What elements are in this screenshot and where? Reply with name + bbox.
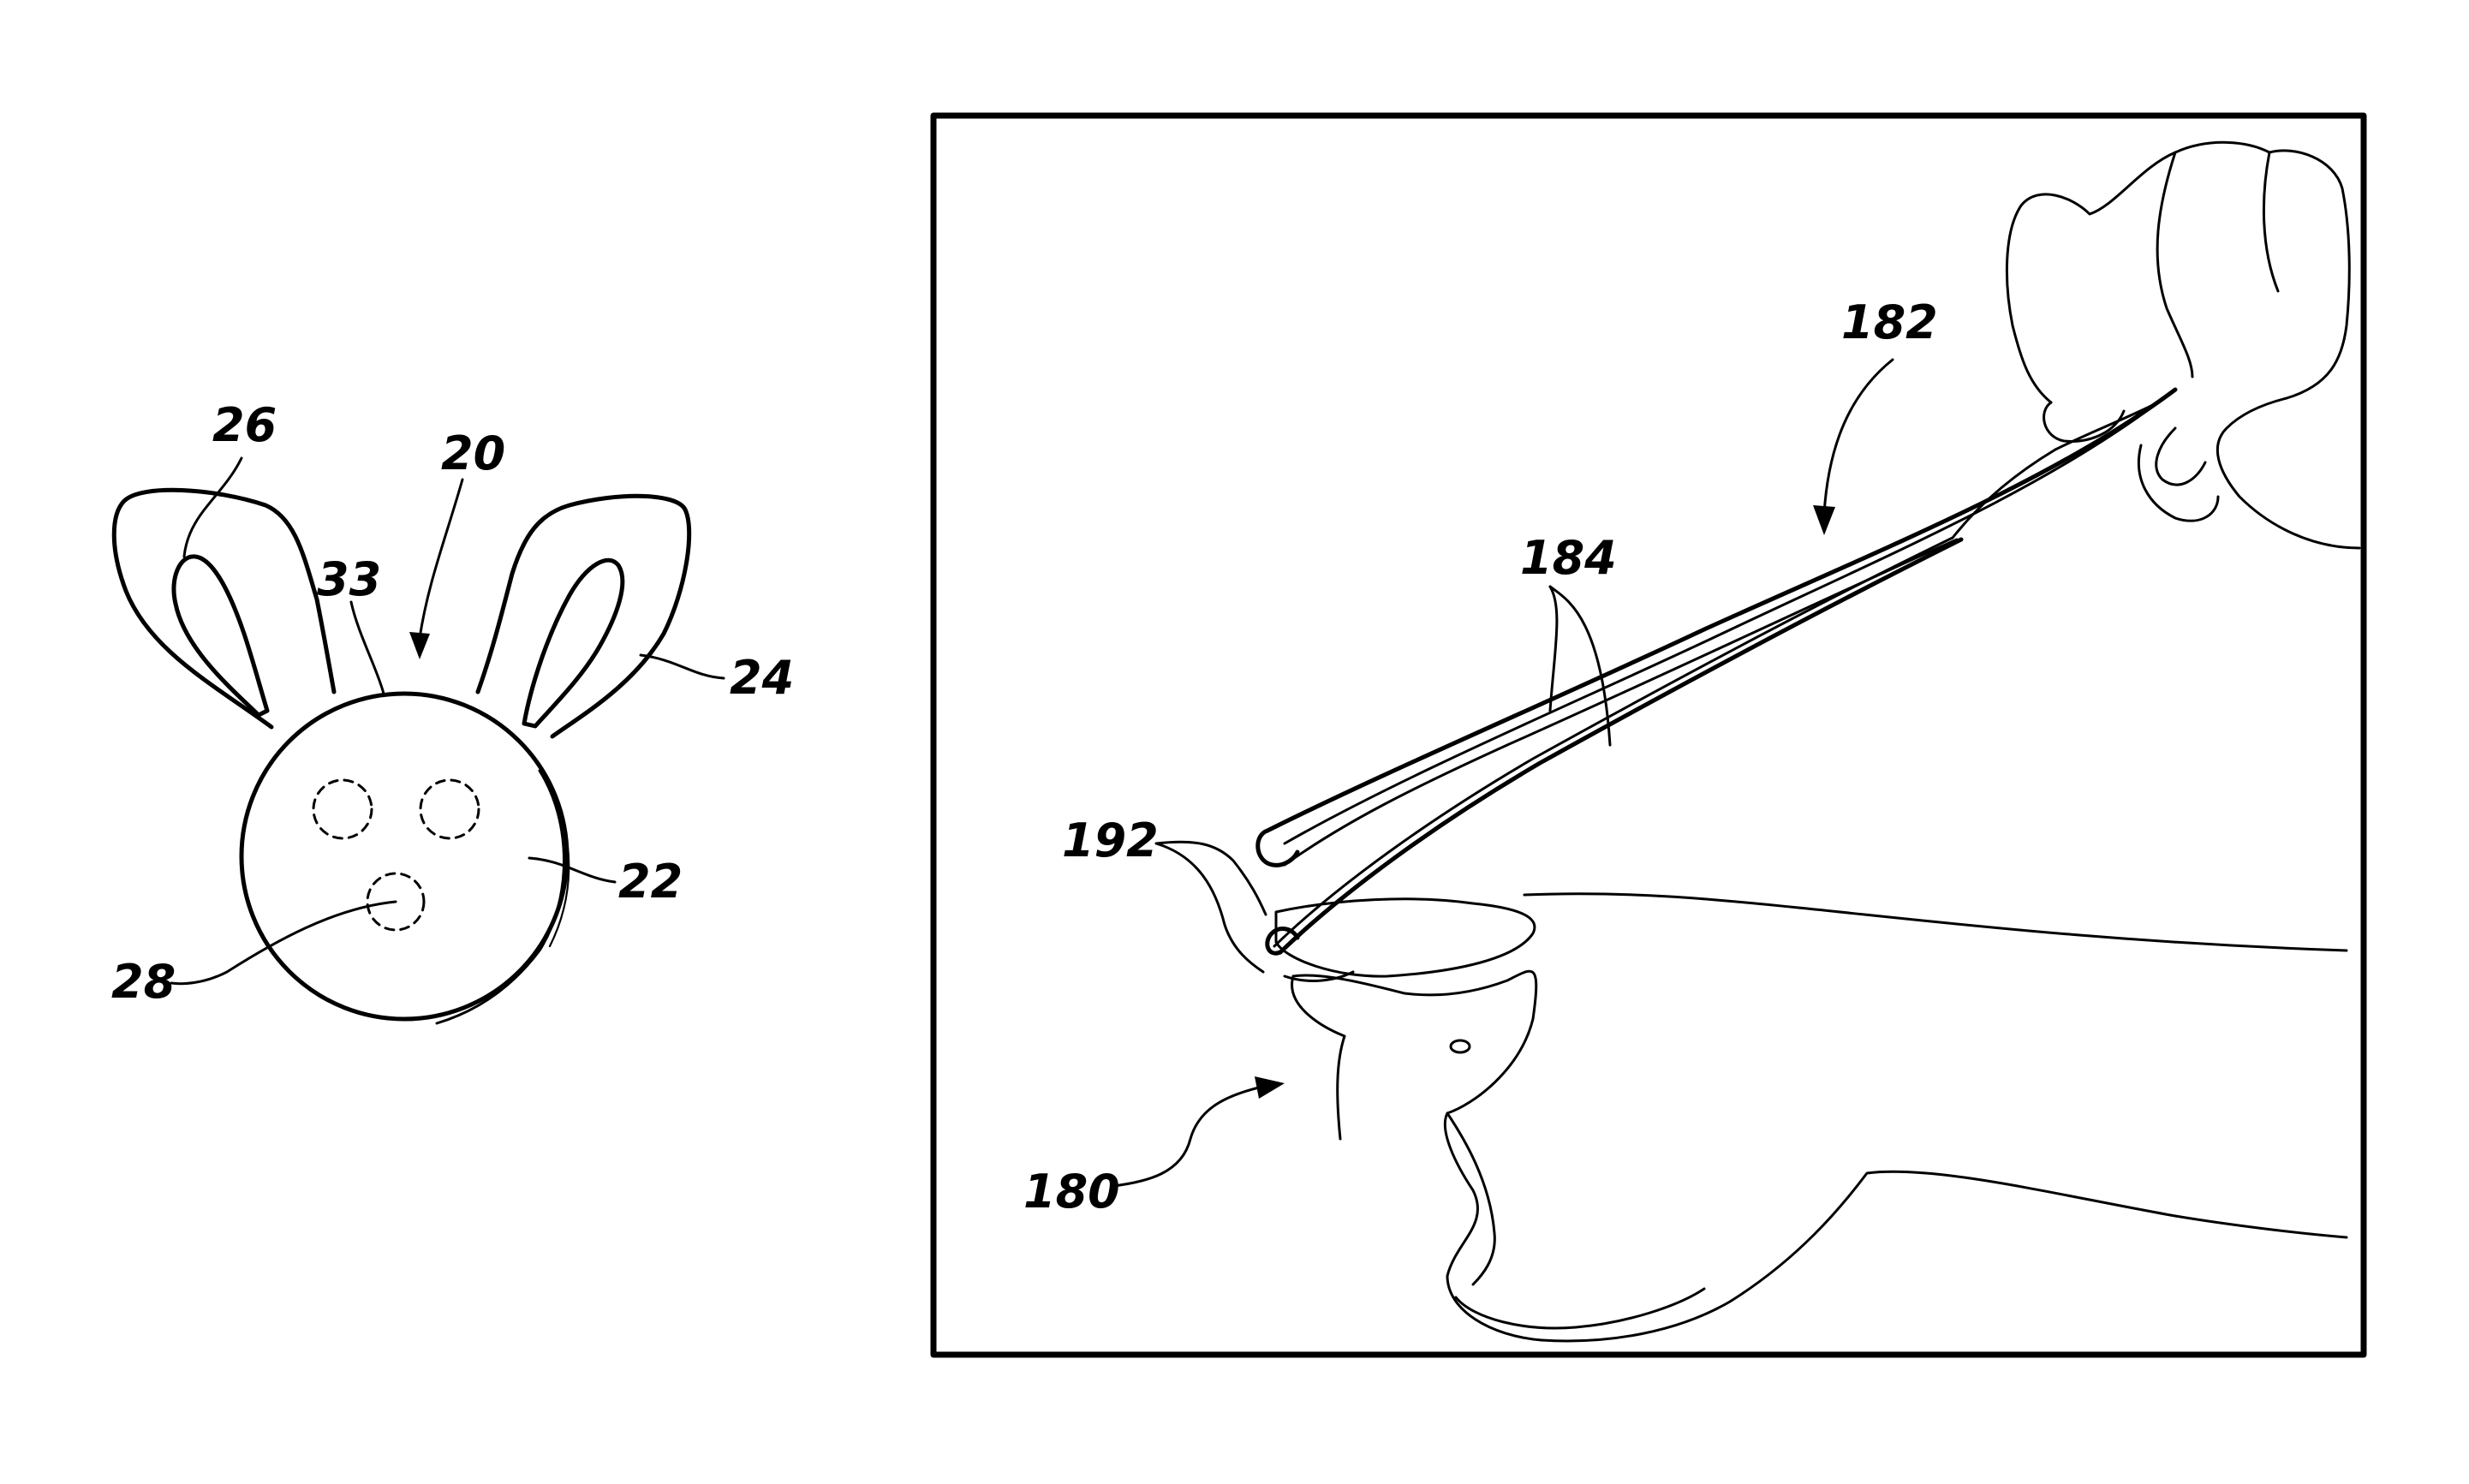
right-eye-dashed-circle: [420, 780, 479, 838]
hand-fingertip: [2156, 428, 2205, 485]
animal-arrowhead: [1255, 1076, 1285, 1099]
animal-drawing: [1276, 894, 2347, 1341]
leader-tool-tips: [1156, 842, 1266, 972]
tool-arrowhead: [1813, 505, 1835, 535]
label-body: 22: [618, 855, 683, 909]
tool-arm-lower-outer: [1280, 539, 1961, 952]
animal-paw: [1456, 1289, 1704, 1328]
left-ear-outline: [114, 490, 334, 727]
figure-frame: [933, 116, 2364, 1355]
hand-finger-2: [2157, 152, 2192, 377]
label-ear-slot: 26: [212, 398, 277, 452]
animal-back: [1524, 894, 2347, 951]
figure-right-panel: 182 184 192 180: [933, 116, 2364, 1355]
label-tool-arms: 184: [1520, 531, 1617, 585]
label-mouth-marker: 28: [111, 955, 176, 1009]
label-animal: 180: [1023, 1165, 1120, 1219]
figure-left-device: 26 20 33 24 22 28: [111, 398, 794, 1023]
tool-arm-mid: [1285, 539, 1957, 865]
animal-head-outline: [1293, 971, 2347, 1341]
label-top-edge: 33: [317, 552, 381, 606]
tool-tip-upper: [1258, 831, 1297, 865]
right-ear-slot: [524, 560, 623, 726]
leader-mouth-marker: [171, 902, 396, 984]
right-ear-outline: [478, 496, 689, 736]
leader-tool-arrow: [1824, 360, 1893, 514]
hand-thumb: [2138, 445, 2218, 521]
hand-finger-3: [2263, 152, 2278, 291]
left-eye-dashed-circle: [313, 780, 372, 838]
body-circle: [242, 694, 567, 1019]
leader-device-arrow: [420, 480, 462, 638]
leader-ear-slot: [184, 458, 242, 557]
tool-arm-lower-inner: [1274, 538, 1953, 946]
tool-arm-upper-outer: [1267, 390, 2175, 831]
animal-eye: [1451, 1040, 1470, 1052]
device-arrowhead: [409, 632, 430, 659]
leader-ear: [641, 655, 724, 678]
hand-drawing: [2007, 142, 2359, 548]
label-ear: 24: [730, 651, 794, 705]
label-device: 20: [441, 426, 505, 480]
leader-top-edge: [351, 602, 384, 694]
tool-tongs: [1258, 390, 2175, 953]
label-tool-tips: 192: [1062, 814, 1159, 867]
animal-cheek: [1292, 976, 1345, 1139]
label-tool: 182: [1841, 295, 1938, 349]
leader-animal-arrow: [1113, 1088, 1259, 1186]
leader-body: [529, 858, 615, 882]
